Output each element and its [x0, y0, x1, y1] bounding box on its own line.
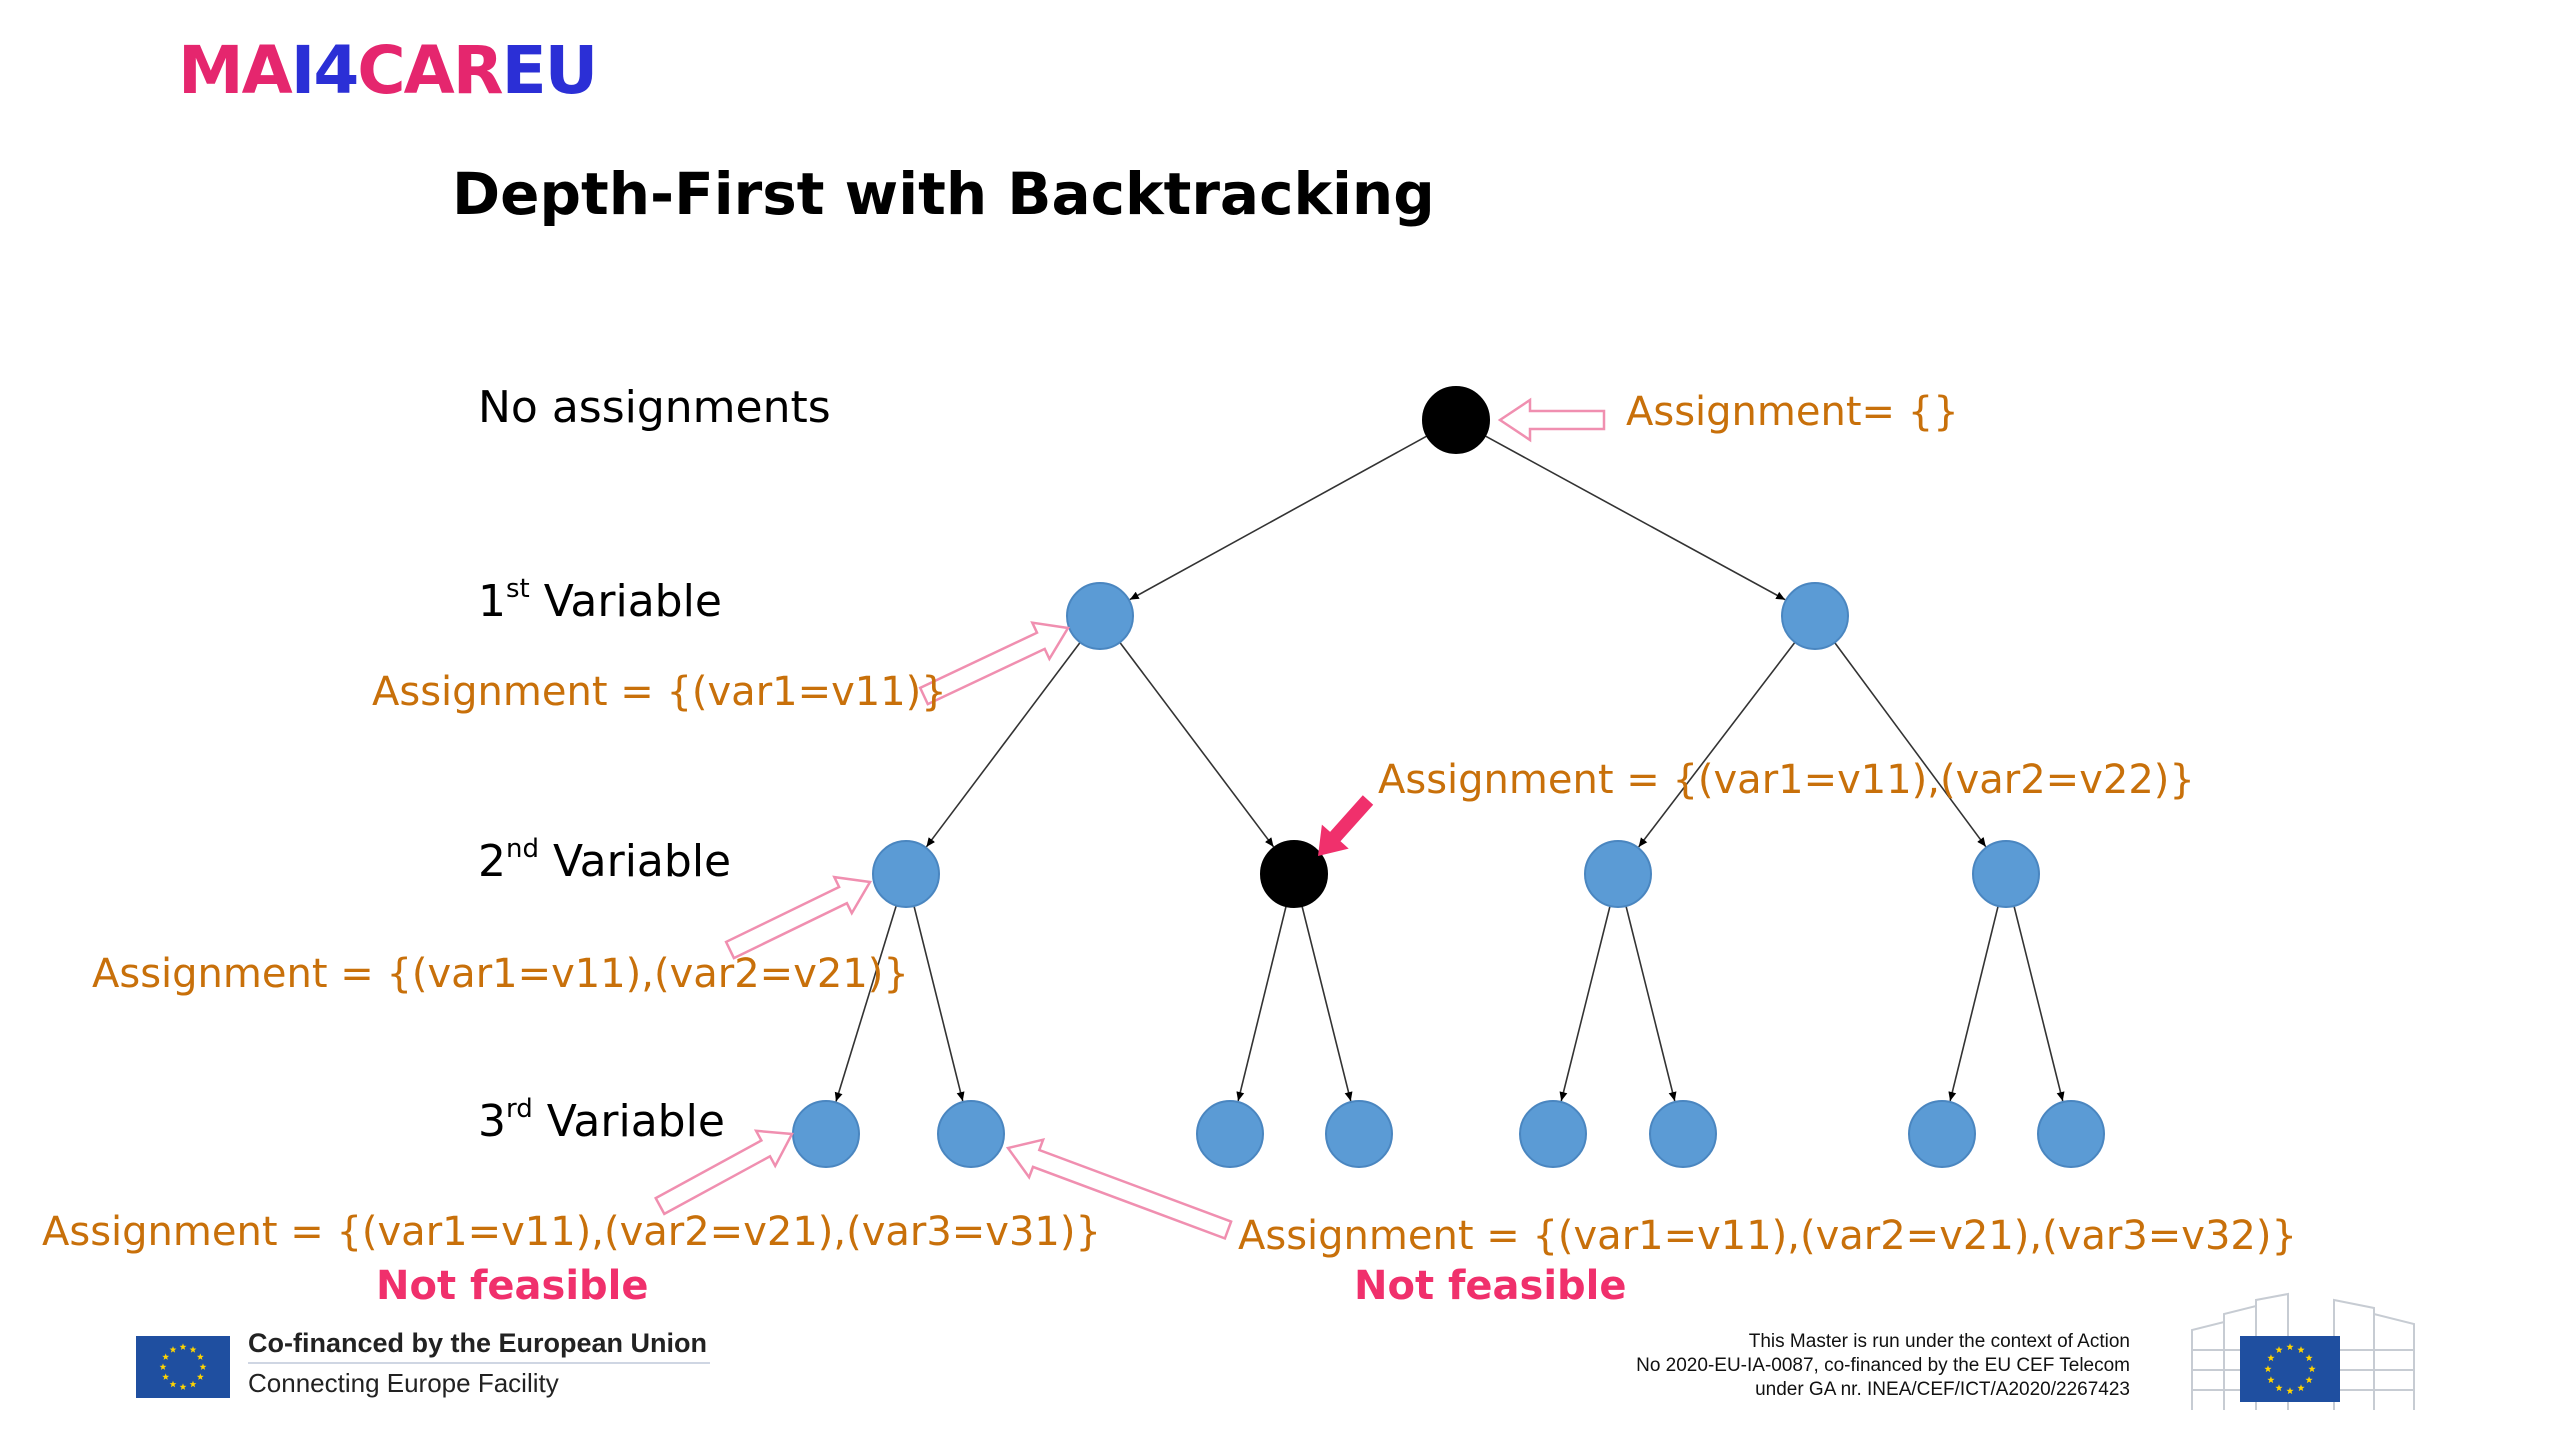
eu-star	[2297, 1346, 2305, 1354]
tree-edge	[1484, 435, 1786, 601]
tree-edge	[1301, 905, 1353, 1102]
pointer-arrows	[654, 397, 1606, 1241]
assignment-var3-b: Assignment = {(var1=v11),(var2=v21),(var…	[1238, 1213, 2297, 1259]
tree-edge	[1559, 905, 1611, 1102]
tree-node	[1649, 1100, 1717, 1168]
assignment-var2-backtrack: Assignment = {(var1=v11),(var2=v22)}	[1378, 757, 2195, 803]
eu-star	[179, 1383, 187, 1390]
master-action-note: This Master is run under the context of …	[1480, 1330, 2130, 1402]
level-label-root: No assignments	[478, 382, 831, 433]
arrow-to-backtrack-node	[1318, 795, 1374, 856]
eu-star	[2267, 1376, 2275, 1384]
not-feasible-label-2: Not feasible	[1354, 1263, 1627, 1309]
assignment-var2: Assignment = {(var1=v11),(var2=v21)}	[92, 951, 909, 997]
eu-star	[199, 1363, 207, 1370]
eu-star	[162, 1373, 170, 1380]
eu-star	[2267, 1354, 2275, 1362]
level-label-var3: 3rd Variable	[478, 1094, 725, 1147]
tree-node	[1066, 582, 1134, 650]
tree-node	[2037, 1100, 2105, 1168]
footer-divider	[248, 1362, 710, 1364]
tree-node	[937, 1100, 1005, 1168]
assignment-root: Assignment= {}	[1626, 389, 1959, 435]
eu-star	[159, 1363, 167, 1370]
tree-nodes	[792, 386, 2105, 1168]
tree-edge	[925, 641, 1081, 848]
tree-edge	[2013, 905, 2065, 1102]
ec-building-icon	[2191, 1292, 2415, 1410]
arrow-to-var3-node-a	[654, 1129, 794, 1216]
tree-node	[1325, 1100, 1393, 1168]
eu-star	[2286, 1387, 2294, 1395]
eu-star	[2305, 1376, 2313, 1384]
tree-edge	[1119, 641, 1275, 848]
eu-star	[2308, 1365, 2316, 1373]
tree-node	[1972, 840, 2040, 908]
cofinanced-text: Co-financed by the European Union	[248, 1328, 708, 1358]
assignment-var3-a: Assignment = {(var1=v11),(var2=v21),(var…	[42, 1209, 1101, 1255]
eu-star	[2305, 1354, 2313, 1362]
assignment-var1: Assignment = {(var1=v11)}	[372, 669, 947, 715]
tree-edge	[1129, 435, 1428, 601]
eu-flag-icon	[136, 1336, 230, 1398]
eu-star	[189, 1346, 197, 1353]
eu-star	[189, 1380, 197, 1388]
slide-title: Depth-First with Backtracking	[452, 160, 1435, 228]
level-label-var1: 1st Variable	[478, 574, 722, 627]
tree-node-current	[1260, 840, 1328, 908]
arrow-to-var1-node	[918, 621, 1071, 706]
tree-edge	[834, 905, 898, 1102]
eu-star	[179, 1343, 187, 1350]
connecting-europe-facility-text: Connecting Europe Facility	[248, 1368, 559, 1398]
eu-star	[2286, 1343, 2294, 1351]
eu-star	[196, 1353, 204, 1360]
tree-edge	[1625, 905, 1677, 1102]
mai4careu-logo: MAI4CAREU	[178, 32, 598, 109]
arrow-to-var3-node-b	[1005, 1137, 1233, 1241]
tree-node-current	[1422, 386, 1490, 454]
tree-edge	[1833, 642, 1987, 848]
eu-star	[196, 1373, 204, 1380]
eu-star	[169, 1346, 177, 1353]
tree-edge	[913, 905, 965, 1102]
eu-star	[2275, 1346, 2283, 1354]
arrow-to-root	[1497, 397, 1606, 443]
tree-node	[1584, 840, 1652, 908]
tree-node	[1519, 1100, 1587, 1168]
tree-node	[792, 1100, 860, 1168]
arrow-to-var2-node	[724, 875, 873, 960]
eu-star	[2264, 1365, 2272, 1373]
eu-star	[2275, 1384, 2283, 1392]
not-feasible-label-1: Not feasible	[376, 1263, 649, 1309]
tree-edge	[1948, 905, 1999, 1102]
tree-edge	[1236, 905, 1287, 1102]
tree-node	[1196, 1100, 1264, 1168]
tree-edges	[834, 435, 2065, 1102]
eu-star	[162, 1353, 170, 1360]
eu-star	[169, 1380, 177, 1388]
tree-node	[872, 840, 940, 908]
tree-edge	[1637, 641, 1796, 848]
master-note-line-1: This Master is run under the context of …	[1748, 1331, 2130, 1352]
tree-node	[1908, 1100, 1976, 1168]
master-note-line-3: under GA nr. INEA/CEF/ICT/A2020/2267423	[1755, 1379, 2130, 1400]
tree-node	[1781, 582, 1849, 650]
eu-star	[2297, 1384, 2305, 1392]
master-note-line-2: No 2020-EU-IA-0087, co-financed by the E…	[1636, 1355, 2130, 1376]
level-label-var2: 2nd Variable	[478, 834, 732, 887]
